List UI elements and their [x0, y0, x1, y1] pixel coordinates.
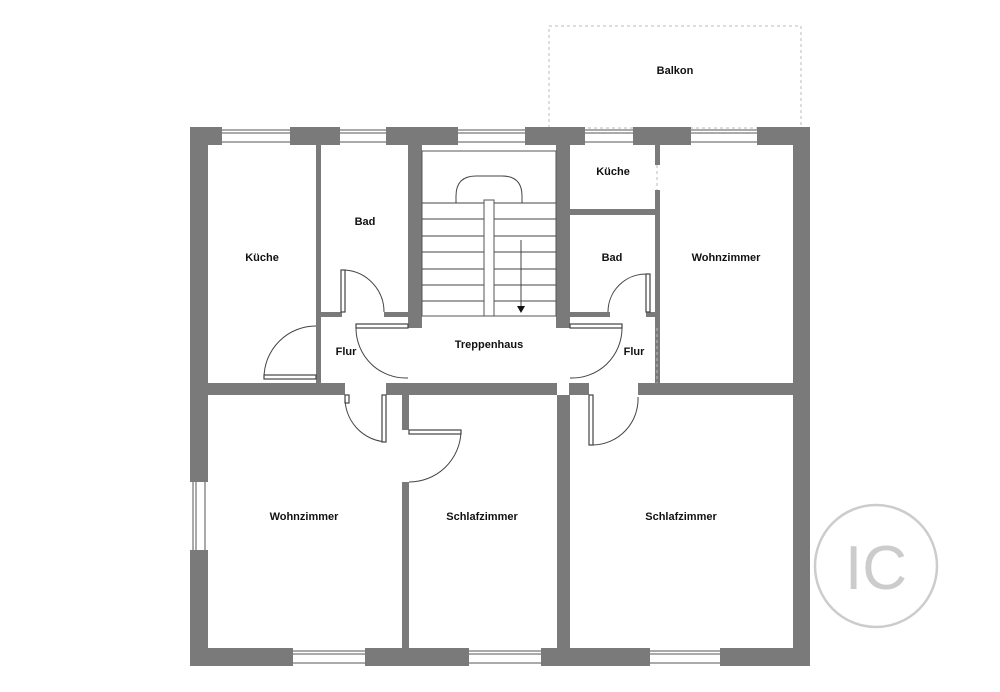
watermark-logo: IC — [813, 503, 939, 629]
label-kueche-right: Küche — [596, 166, 630, 178]
label-schlafzimmer-right: Schlafzimmer — [645, 511, 717, 523]
balcony-outline — [548, 25, 802, 129]
windows — [192, 129, 757, 664]
label-kueche-left: Küche — [245, 252, 279, 264]
doors — [263, 165, 658, 483]
label-bad-left: Bad — [355, 216, 376, 228]
interior-walls — [208, 145, 793, 648]
watermark-text: IC — [845, 534, 907, 603]
label-treppenhaus: Treppenhaus — [455, 339, 523, 351]
room-labels: Balkon Küche Bad Küche Bad Wohnzimmer Fl… — [245, 65, 761, 523]
label-bad-right: Bad — [602, 252, 623, 264]
outer-walls — [190, 127, 810, 666]
label-flur-right: Flur — [624, 346, 645, 358]
staircase — [421, 150, 557, 317]
label-schlafzimmer-middle: Schlafzimmer — [446, 511, 518, 523]
label-wohnzimmer-left: Wohnzimmer — [270, 511, 340, 523]
label-wohnzimmer-right: Wohnzimmer — [692, 252, 762, 264]
label-balkon: Balkon — [657, 65, 694, 77]
label-flur-left: Flur — [336, 346, 357, 358]
